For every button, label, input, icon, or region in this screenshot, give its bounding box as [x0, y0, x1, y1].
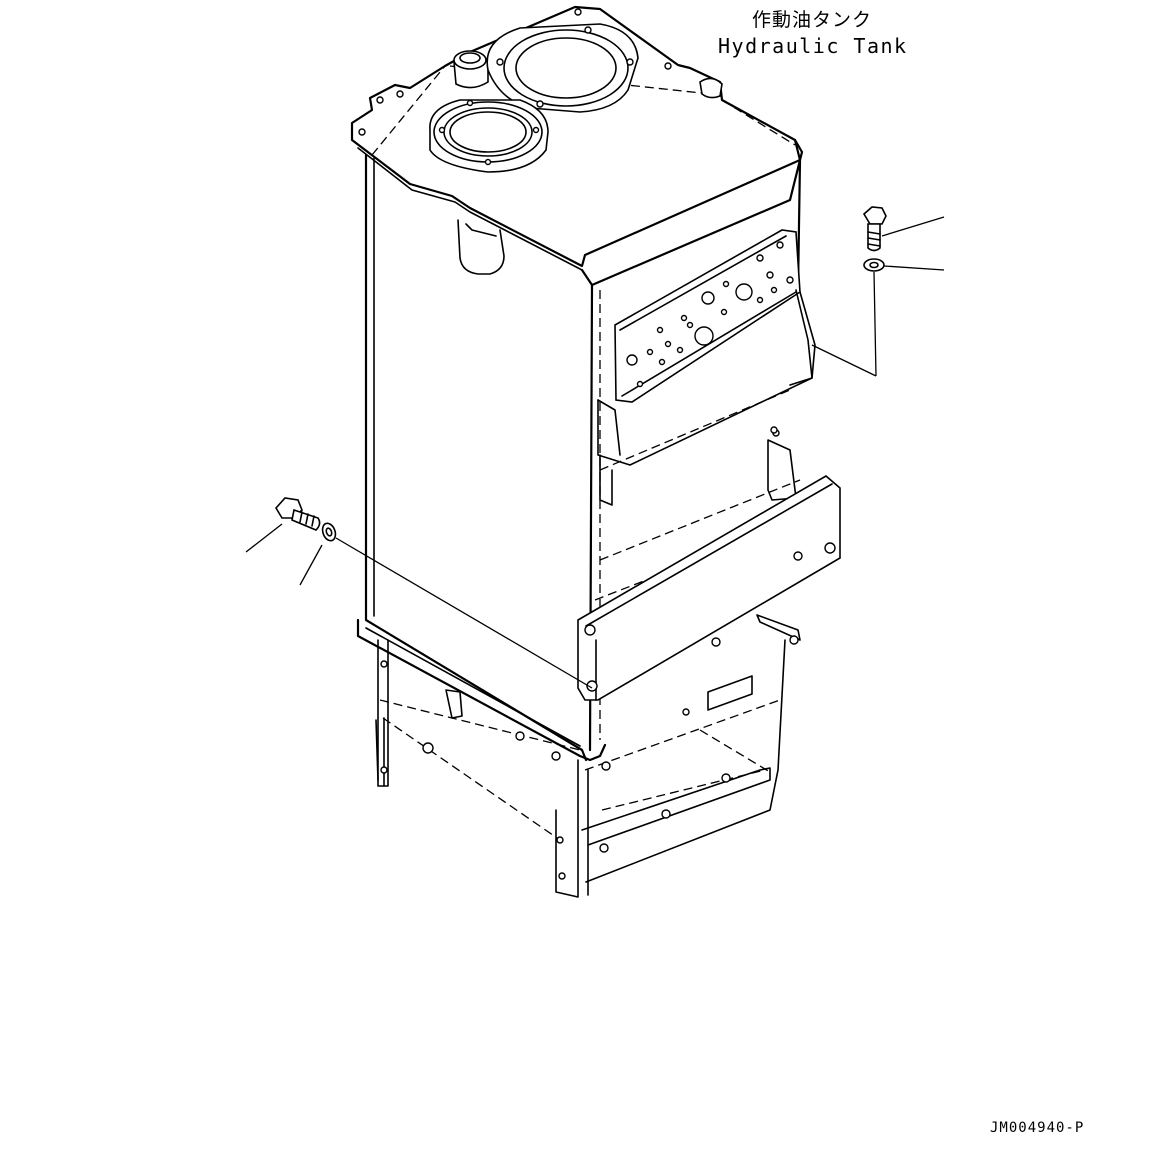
washer-upper-right: [863, 258, 885, 272]
hidden-edges: [371, 65, 801, 841]
tank-top-plate: [350, 5, 804, 268]
washer-left: [321, 522, 337, 542]
tank-front-face: [364, 153, 594, 762]
bolt-upper-right: [862, 206, 887, 252]
cross-bracket: [577, 475, 841, 701]
lower-frame: [375, 426, 786, 898]
inspection-cover-rear: [486, 23, 639, 113]
front-slot: [457, 219, 505, 275]
title-japanese: 作動油タンク: [752, 9, 872, 31]
leader-lines: [245, 216, 945, 689]
bolt-left: [275, 497, 321, 531]
inspection-cover-front: [429, 99, 549, 173]
tank-top-fittings: [358, 8, 723, 173]
hydraulic-tank: [350, 5, 804, 841]
tank-top-lip: [357, 147, 583, 271]
drawing-id: JM004940-P: [990, 1120, 1084, 1136]
tank-side-face: [590, 138, 802, 292]
title-english: Hydraulic Tank: [718, 34, 908, 58]
mount-hole: [358, 128, 366, 136]
valve-mounting-plate: [614, 229, 801, 403]
